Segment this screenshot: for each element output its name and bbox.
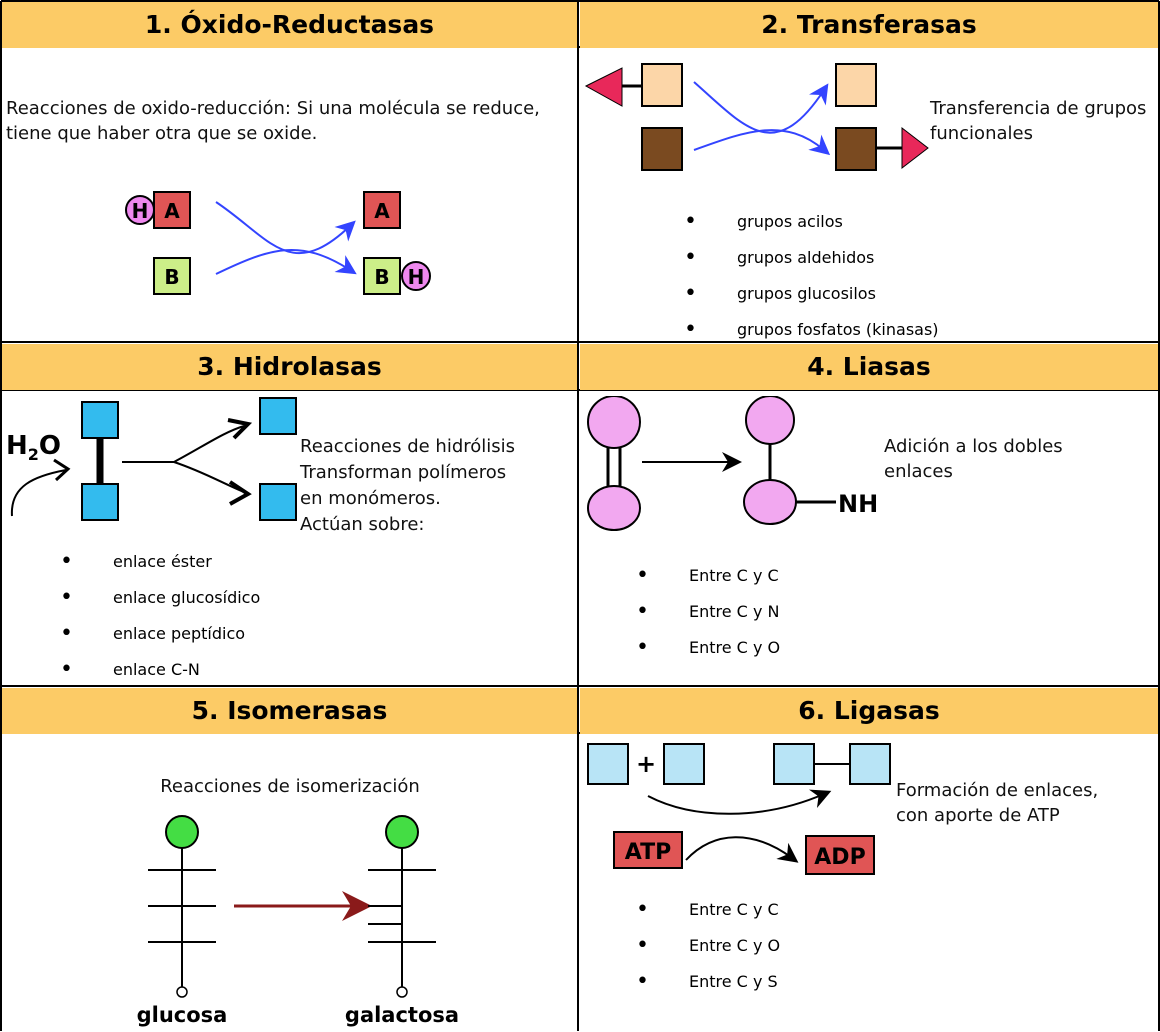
molecule-b-left (153, 257, 191, 295)
monomer-bottom-left (81, 483, 119, 521)
list-item: enlace peptídico (60, 616, 260, 652)
water-arrow (10, 469, 67, 517)
galactosa-top-group (385, 815, 419, 849)
liasas-line-1: Adición a los dobles (884, 436, 1063, 457)
liasas-line-2: enlaces (884, 461, 953, 482)
donor-peach-right (835, 63, 877, 107)
hidrolasas-description: Reacciones de hidrólisis Transforman pol… (300, 434, 570, 538)
molecule-a-left-label: A (164, 199, 180, 223)
carbon-top-left (587, 396, 641, 449)
hydrolysis-diagram: H2O (6, 397, 297, 521)
list-item: grupos fosfatos (kinasas) (684, 312, 939, 348)
header-transferasas: 2. Transferasas (580, 2, 1158, 48)
carbon-top-right (745, 396, 795, 445)
hidrolasas-list: enlace éster enlace glucosídico enlace p… (60, 544, 260, 688)
oxidoreductasas-description: Reacciones de oxido-reducción: Si una mo… (6, 98, 540, 144)
acceptor-brown-right (835, 127, 877, 171)
redox-arrow-down (215, 248, 357, 275)
ligation-arrow-down (685, 836, 799, 863)
list-item: grupos glucosilos (684, 276, 939, 312)
list-item: grupos acilos (684, 204, 939, 240)
isomerasas-description: Reacciones de isomerización (160, 776, 420, 797)
carbon-bottom-right (743, 479, 797, 525)
ligasas-line-2: con aporte de ATP (896, 805, 1060, 826)
functional-group-right (901, 126, 929, 170)
nh-group-label: NH (838, 490, 878, 518)
h-atom-left-label: H (132, 199, 149, 223)
liasas-list: Entre C y C Entre C y N Entre C y O (636, 558, 780, 666)
monomer-top-left (81, 401, 119, 439)
list-item: Entre C y O (636, 630, 780, 666)
list-item: Entre C y C (636, 558, 780, 594)
acceptor-brown-left (641, 127, 683, 171)
hidrolasas-line-2: Transforman polímeros (300, 462, 507, 483)
product-left (773, 743, 815, 785)
transfer-arrow-up (693, 81, 829, 134)
ligasas-line-1: Formación de enlaces, (896, 780, 1099, 801)
lyase-diagram: NH (587, 396, 878, 531)
product-right (849, 743, 891, 785)
substrate-left (587, 743, 629, 785)
water-label: H2O (6, 431, 61, 464)
molecule-a-left (153, 191, 191, 229)
list-item: enlace éster (60, 544, 260, 580)
liasas-description: Adición a los dobles enlaces (884, 434, 1154, 484)
adp-label: ADP (814, 845, 865, 870)
hidrolasas-line-3: en monómeros. (300, 488, 441, 509)
galactosa-label: galactosa (345, 1003, 459, 1027)
header-oxidoreductasas: 1. Óxido-Reductasas (2, 2, 577, 48)
redox-arrow-up (215, 201, 356, 255)
transferasas-description: Transferencia de grupos funcionales (930, 98, 1147, 144)
transfer-arrow-down (693, 129, 831, 156)
glucosa-label: glucosa (137, 1003, 228, 1027)
ligation-diagram: + ATP ADP (587, 743, 891, 875)
hydrolysis-arrow (122, 425, 245, 493)
molecule-a-right-label: A (374, 199, 390, 223)
redox-diagram: H A B A B H (125, 191, 431, 295)
list-item: grupos aldehidos (684, 240, 939, 276)
list-item: enlace C-N (60, 652, 260, 688)
header-isomerasas: 5. Isomerasas (2, 688, 577, 734)
list-item: enlace glucosídico (60, 580, 260, 616)
transferasas-list: grupos acilos grupos aldehidos grupos gl… (684, 204, 939, 348)
monomer-bottom-right (259, 483, 297, 521)
functional-group-left (584, 67, 623, 107)
hidrolasas-line-1: Reacciones de hidrólisis (300, 436, 516, 457)
ligasas-list: Entre C y C Entre C y O Entre C y S (636, 892, 780, 1000)
ligation-arrow-up (647, 789, 832, 815)
header-hidrolasas: 3. Hidrolasas (2, 344, 577, 390)
list-item: Entre C y O (636, 928, 780, 964)
isomerization-diagram: glucosa galactosa (137, 815, 459, 1027)
atp-label: ATP (625, 840, 671, 865)
monomer-top-right (259, 397, 297, 435)
list-item: Entre C y C (636, 892, 780, 928)
h-atom-right-label: H (408, 265, 425, 289)
plus-sign: + (636, 750, 656, 778)
atp-box (613, 831, 683, 869)
glucosa-top-group (165, 815, 199, 849)
molecule-b-right-label: B (374, 265, 389, 289)
transfer-diagram (584, 63, 929, 171)
donor-peach (641, 63, 683, 107)
carbon-bottom-left (587, 485, 641, 531)
list-item: Entre C y S (636, 964, 780, 1000)
substrate-right (663, 743, 705, 785)
header-ligasas: 6. Ligasas (580, 688, 1158, 734)
adp-box (805, 835, 875, 875)
hidrolasas-line-4: Actúan sobre: (300, 514, 425, 535)
ligasas-description: Formación de enlaces, con aporte de ATP (896, 778, 1156, 828)
molecule-a-right (363, 191, 401, 229)
list-item: Entre C y N (636, 594, 780, 630)
molecule-b-left-label: B (164, 265, 179, 289)
header-liasas: 4. Liasas (580, 344, 1158, 390)
molecule-b-right (363, 257, 401, 295)
h-atom-right (401, 261, 431, 291)
